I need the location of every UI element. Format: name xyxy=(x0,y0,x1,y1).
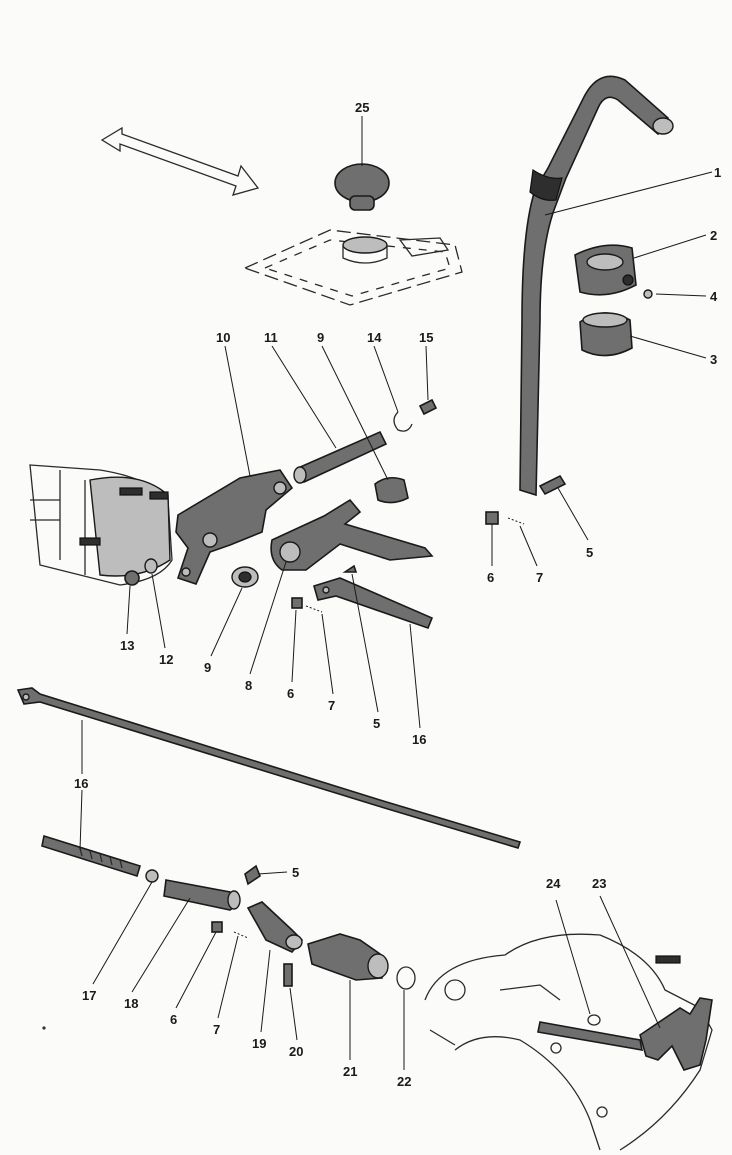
selector-arm xyxy=(246,901,304,953)
callout-7-coupling: 7 xyxy=(213,1022,220,1037)
callout-4: 4 xyxy=(710,289,718,304)
callout-7-lever: 7 xyxy=(536,570,543,585)
callout-9: 9 xyxy=(317,330,324,345)
callout-20: 20 xyxy=(289,1044,303,1059)
callout-5-rod: 5 xyxy=(373,716,380,731)
callout-2: 2 xyxy=(710,228,717,243)
callout-8: 8 xyxy=(245,678,252,693)
relay-bracket xyxy=(175,469,294,585)
callout-5-lever: 5 xyxy=(586,545,593,560)
threaded-rod xyxy=(41,834,141,878)
callout-1: 1 xyxy=(714,165,721,180)
callout-9-lower: 9 xyxy=(204,660,211,675)
callout-17: 17 xyxy=(82,988,96,1003)
lever-nut xyxy=(485,511,499,525)
shaft-coupling xyxy=(307,933,389,981)
floor-panel xyxy=(243,229,463,306)
callout-16-rod: 16 xyxy=(412,732,426,747)
pivot-bushing-lower xyxy=(231,566,259,588)
coupling-nut xyxy=(211,921,223,933)
rod-washer xyxy=(145,869,159,883)
shift-knob xyxy=(334,163,390,264)
callout-11: 11 xyxy=(264,330,278,345)
callout-24: 24 xyxy=(546,876,561,891)
lever-bushing xyxy=(579,312,633,357)
direction-arrow-icon xyxy=(100,126,260,196)
leader-lines xyxy=(79,116,713,1070)
callout-22: 22 xyxy=(397,1074,411,1089)
long-shift-rod xyxy=(16,687,522,849)
retaining-pin xyxy=(418,398,438,416)
o-ring xyxy=(396,966,416,990)
washer-nut xyxy=(124,570,140,586)
selector-pin xyxy=(283,963,293,987)
callout-6-lever: 6 xyxy=(487,570,494,585)
detent-ball xyxy=(643,289,653,299)
pivot-bushing xyxy=(374,476,409,504)
rod-bolt xyxy=(342,564,358,573)
relay-lever xyxy=(270,498,434,571)
callout-19: 19 xyxy=(252,1036,266,1051)
shift-lever xyxy=(519,75,674,497)
circlip xyxy=(393,411,413,432)
callout-3: 3 xyxy=(710,352,717,367)
callout-25: 25 xyxy=(355,100,369,115)
coupling-bolt xyxy=(244,864,261,886)
rod-nut xyxy=(291,597,303,609)
callout-23: 23 xyxy=(592,876,606,891)
gearbox-cover xyxy=(424,933,713,1151)
short-shift-rod xyxy=(313,577,434,630)
lock-washer xyxy=(144,558,158,574)
callout-10: 10 xyxy=(216,330,230,345)
callout-18: 18 xyxy=(124,996,138,1011)
coupling-sleeve xyxy=(163,879,241,911)
rod-pin xyxy=(305,605,323,613)
callout-12: 12 xyxy=(159,652,173,667)
pivot-shaft xyxy=(293,430,388,484)
callout-5-coupling: 5 xyxy=(292,865,299,880)
selector-o-ring xyxy=(587,1014,601,1026)
lever-housing xyxy=(574,244,637,296)
callout-15: 15 xyxy=(419,330,433,345)
speck xyxy=(42,1026,46,1030)
coupling-pin xyxy=(233,931,249,939)
callout-13: 13 xyxy=(120,638,134,653)
callout-21: 21 xyxy=(343,1064,357,1079)
callout-6-coupling: 6 xyxy=(170,1012,177,1027)
callout-14: 14 xyxy=(367,330,382,345)
callout-6-rod: 6 xyxy=(287,686,294,701)
lever-bolt xyxy=(538,474,567,496)
lever-pin xyxy=(507,517,525,525)
callout-7-rod: 7 xyxy=(328,698,335,713)
callout-16-long: 16 xyxy=(74,776,88,791)
